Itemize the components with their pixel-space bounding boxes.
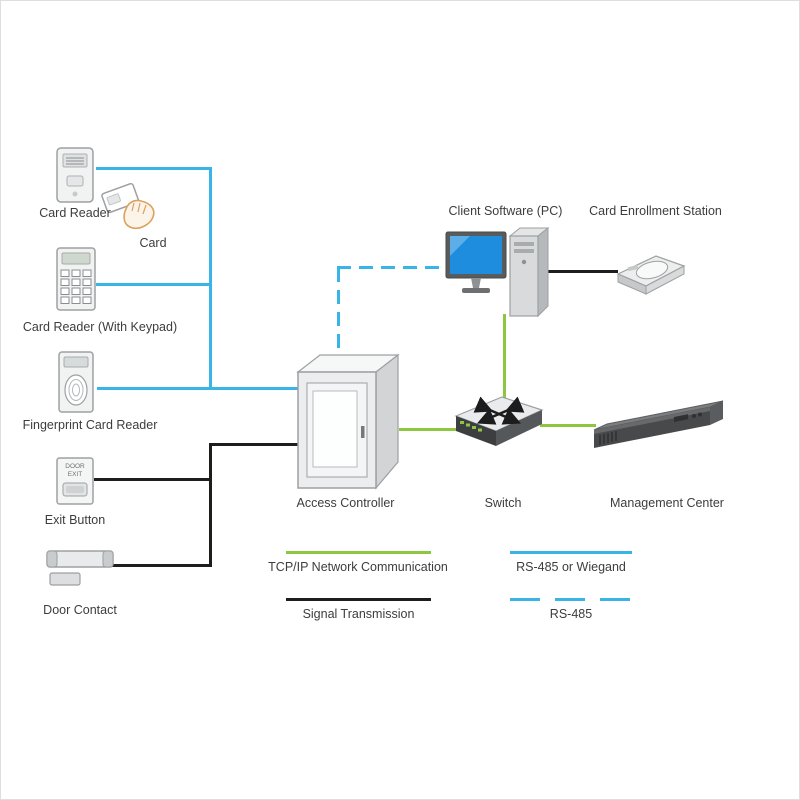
card-enrollment-station-label: Card Enrollment Station	[589, 204, 722, 218]
card-enrollment-station-icon	[612, 246, 690, 309]
card-reader-icon	[54, 146, 98, 211]
hand-with-card-icon	[98, 180, 162, 239]
legend-label-rs485: RS-485	[549, 607, 593, 621]
access-controller-icon	[292, 350, 402, 497]
client-software-label: Client Software (PC)	[448, 204, 563, 218]
line-switch-to-management-center	[540, 424, 596, 427]
legend-line-signal	[286, 598, 431, 601]
line-reader-bus-vertical	[209, 167, 212, 390]
card-label: Card	[139, 236, 167, 250]
switch-label: Switch	[484, 496, 522, 510]
card-reader-keypad-icon	[54, 246, 98, 317]
legend-label-rs485-wiegand: RS-485 or Wiegand	[516, 560, 626, 574]
line-rs485-controller-vertical	[337, 268, 340, 356]
access-controller-label: Access Controller	[296, 496, 395, 510]
line-keypad-reader-to-bus	[96, 283, 212, 286]
line-pc-to-enrollment-station	[548, 270, 618, 273]
management-center-icon	[590, 394, 728, 467]
exit-button-plate-text-exit: EXIT	[68, 471, 82, 478]
fingerprint-reader-icon	[56, 350, 98, 419]
line-card-reader-to-bus	[96, 167, 212, 170]
exit-button-icon: DOOR EXIT	[54, 456, 96, 511]
legend-line-rs485	[510, 598, 632, 601]
fingerprint-reader-label: Fingerprint Card Reader	[22, 418, 158, 432]
exit-button-label: Exit Button	[44, 513, 106, 527]
line-fingerprint-to-controller	[97, 387, 298, 390]
card-reader-keypad-label: Card Reader (With Keypad)	[22, 320, 178, 334]
line-pc-to-switch	[503, 314, 506, 410]
line-controller-to-switch	[399, 428, 469, 431]
legend-line-rs485-wiegand	[510, 551, 632, 554]
card-reader-label: Card Reader	[39, 206, 111, 220]
door-contact-icon	[44, 546, 116, 597]
legend-line-tcpip	[286, 551, 431, 554]
line-signal-bus-to-controller	[209, 443, 298, 446]
line-exit-button-to-bus	[94, 478, 212, 481]
client-pc-icon	[444, 220, 556, 323]
line-signal-bus-vertical	[209, 443, 212, 567]
door-contact-label: Door Contact	[43, 603, 117, 617]
line-door-contact-to-bus	[112, 564, 212, 567]
line-rs485-controller-to-pc	[337, 266, 447, 269]
switch-icon	[450, 390, 546, 459]
legend-label-signal: Signal Transmission	[302, 607, 415, 621]
exit-button-plate-text-door: DOOR	[65, 463, 85, 470]
management-center-label: Management Center	[610, 496, 724, 510]
legend-label-tcpip: TCP/IP Network Communication	[268, 560, 448, 574]
